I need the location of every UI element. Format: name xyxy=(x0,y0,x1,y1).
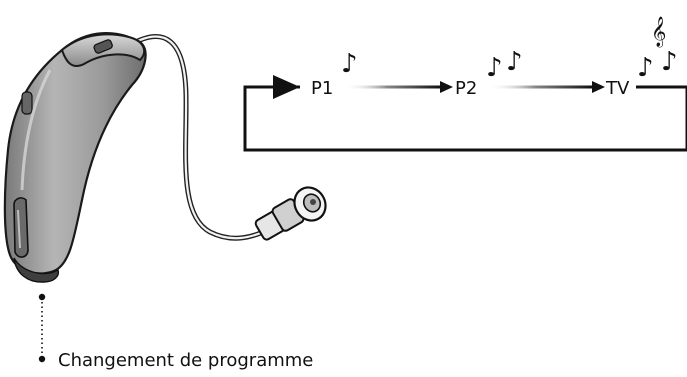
battery-door xyxy=(13,257,60,283)
pointer-dot-bottom xyxy=(38,355,46,363)
top-button xyxy=(93,39,113,54)
transition-fade-1 xyxy=(344,85,440,89)
cycle-return-line xyxy=(243,75,687,152)
program-button xyxy=(13,197,29,258)
music-note-icon: ♪ xyxy=(661,47,678,77)
pointer-dot-top xyxy=(38,293,46,301)
caption-text: Changement de programme xyxy=(58,350,313,371)
arrow-head-1 xyxy=(440,81,453,93)
caption-pointer xyxy=(38,293,46,363)
side-indicator xyxy=(21,91,33,115)
hearing-aid-tube xyxy=(128,34,274,241)
music-note-icon: ♪ xyxy=(637,53,654,83)
treble-clef-icon: 𝄞 xyxy=(651,16,666,48)
transition-fade-2 xyxy=(488,85,592,89)
music-note-icon: ♪ xyxy=(486,53,503,83)
program-label-tv: TV xyxy=(605,78,630,99)
program-label-p1: P1 xyxy=(311,78,333,99)
arrow-head-2 xyxy=(592,81,605,93)
music-note-icon: ♪ xyxy=(341,49,358,79)
receiver-dome xyxy=(254,186,327,241)
music-note-icon: ♪ xyxy=(506,47,523,77)
hearing-aid-device xyxy=(3,32,327,283)
program-label-p2: P2 xyxy=(455,78,477,99)
program-cycle: P1 P2 TV ♪ ♪ ♪ 𝄞 ♪ ♪ xyxy=(243,16,687,152)
